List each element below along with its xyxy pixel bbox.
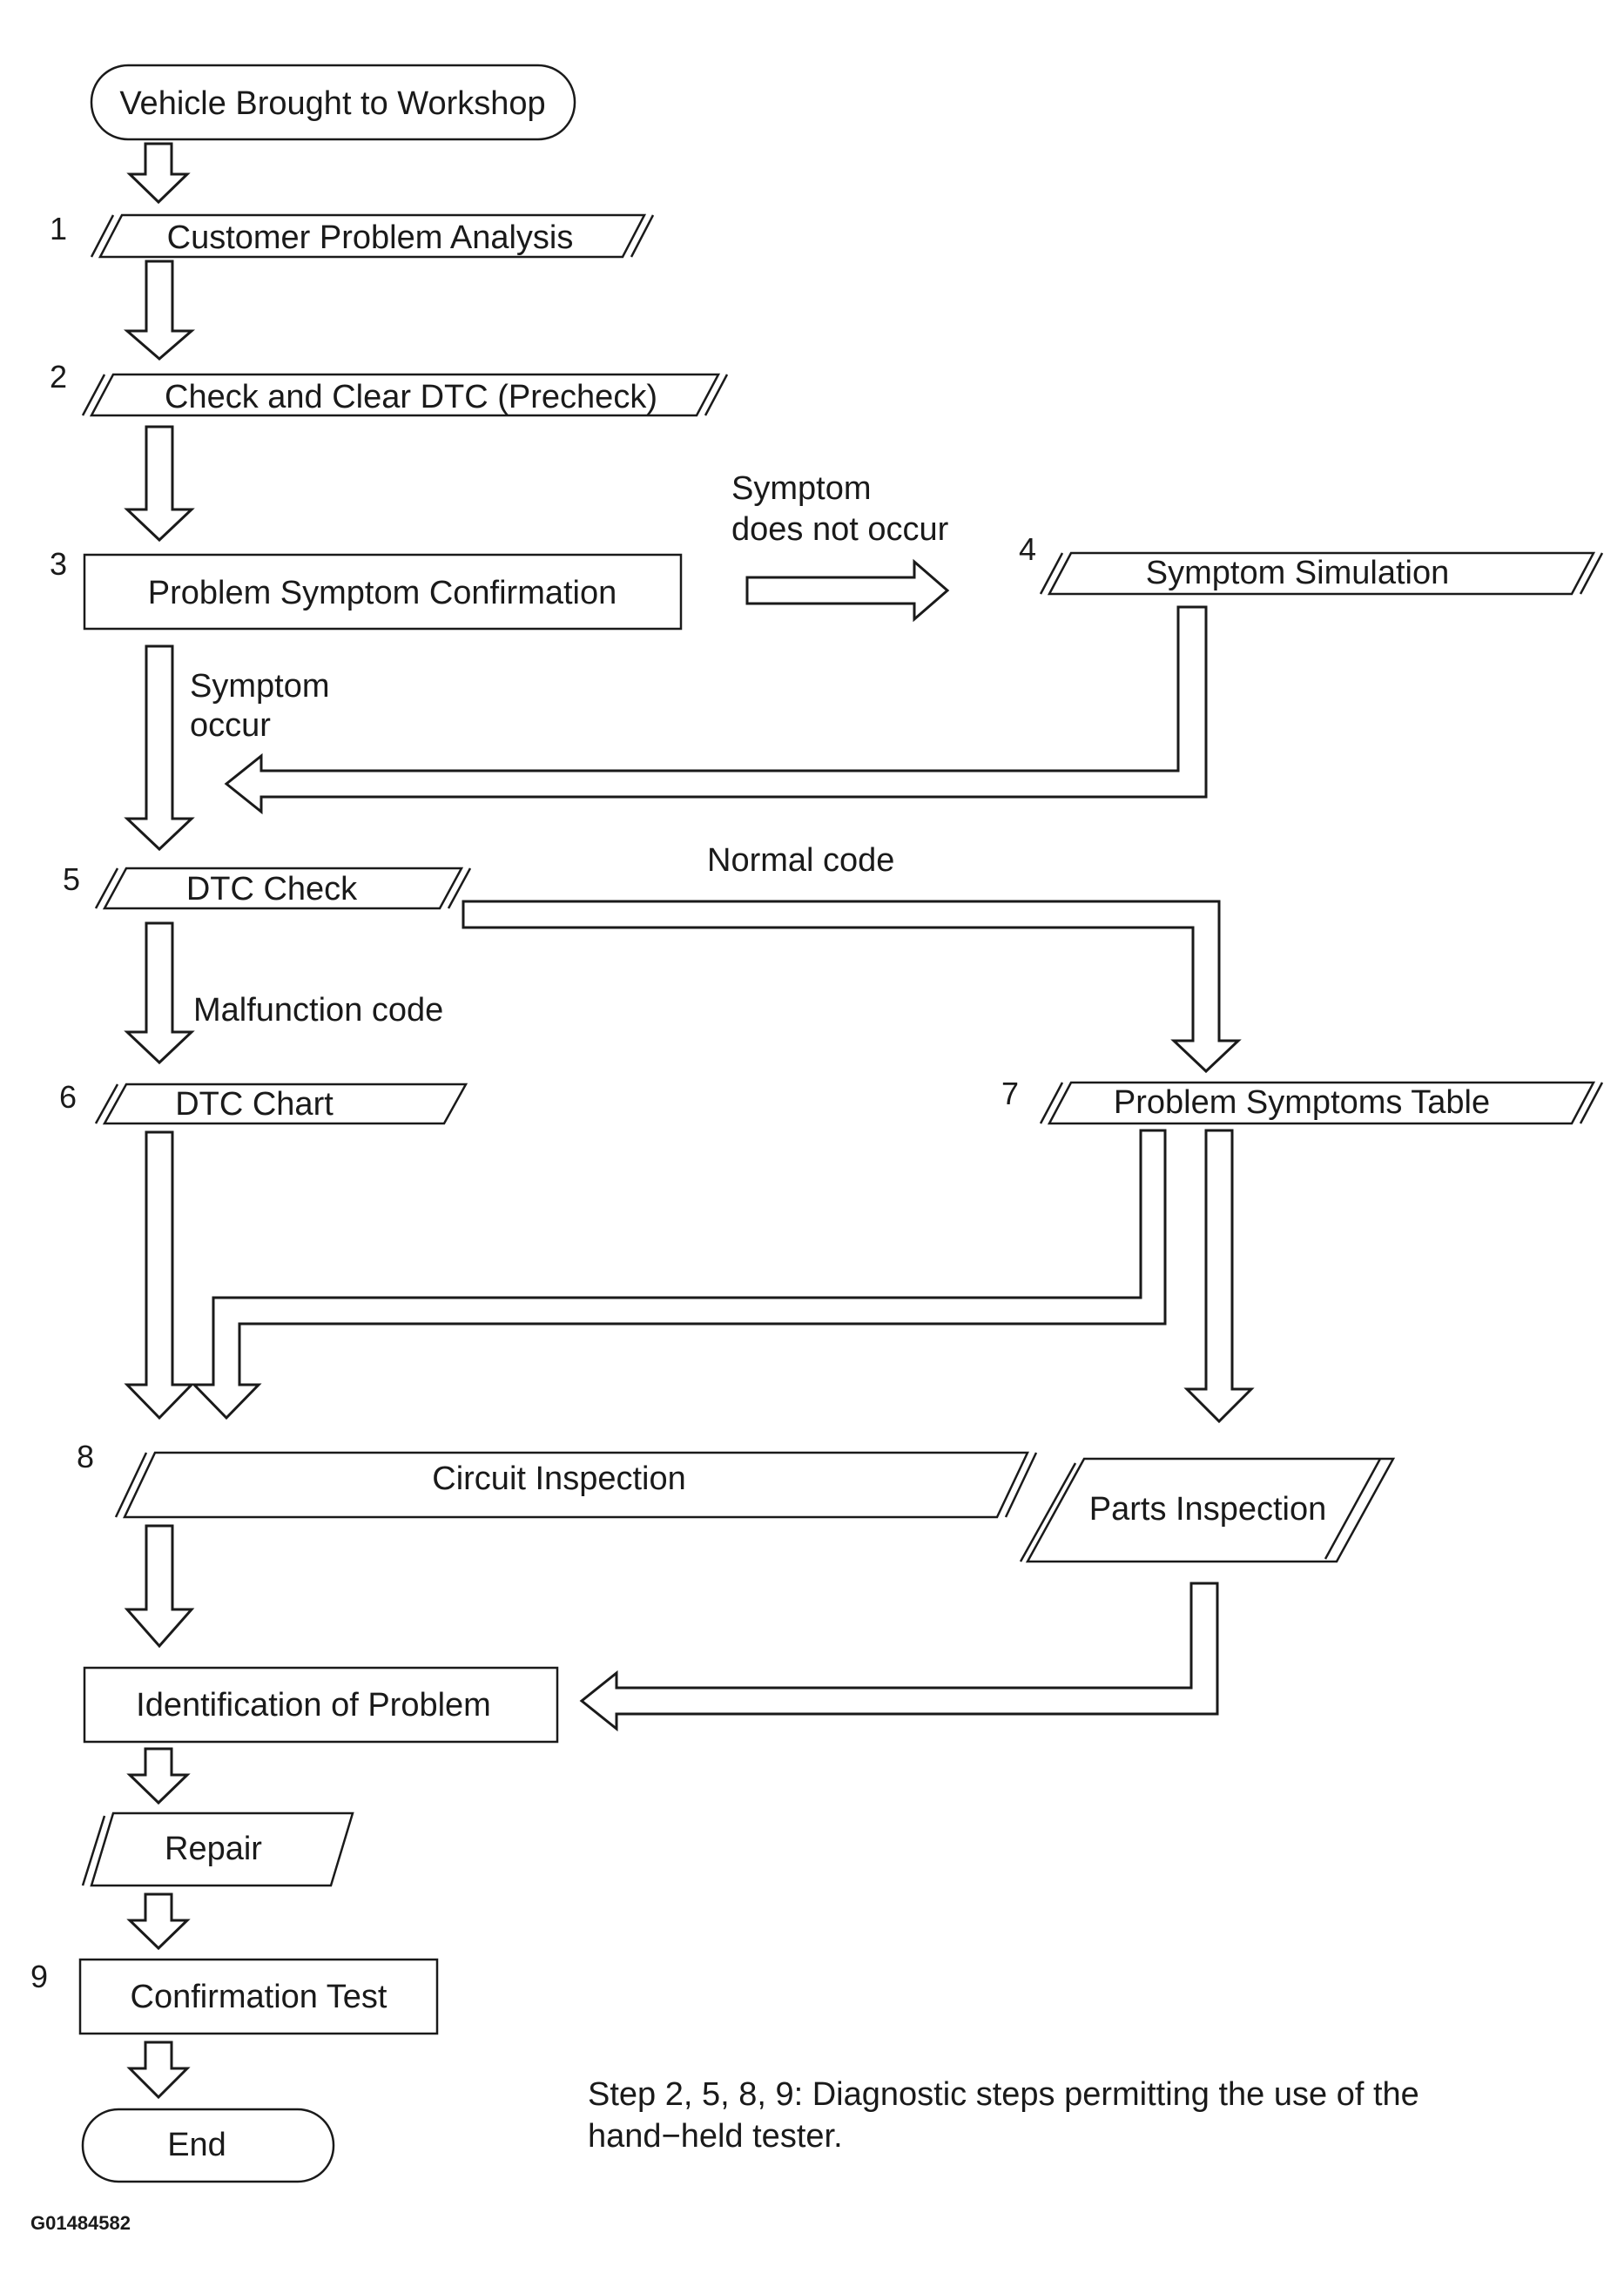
branch-label-normal-code: Normal code [707, 842, 894, 879]
dtc-check-box [102, 867, 464, 910]
end-terminal [81, 2108, 335, 2183]
confirmation-test-label: Confirmation Test [131, 1979, 387, 2015]
parallelogram-edge-mark [1579, 552, 1604, 595]
parallelogram-edge-mark [1004, 1452, 1038, 1518]
flow-arrow [124, 1130, 195, 1420]
flow-arrow [124, 644, 195, 852]
dtc-chart-box [102, 1083, 468, 1125]
flow-arrow-right [745, 558, 950, 623]
parallelogram-edge-mark [90, 214, 115, 258]
note-line-1: Step 2, 5, 8, 9: Diagnostic steps permit… [588, 2076, 1419, 2113]
problem-symptom-confirmation-label: Problem Symptom Confirmation [148, 575, 617, 611]
dtc-chart-label: DTC Chart [175, 1086, 334, 1123]
flow-arrow [126, 1892, 191, 1951]
flow-arrow [124, 1524, 195, 1649]
flow-arrow [124, 921, 195, 1065]
problem-symptoms-table-box [1047, 1081, 1596, 1125]
symptom-simulation-label: Symptom Simulation [1146, 555, 1449, 591]
step-number-5: 5 [63, 861, 80, 897]
branch-label-symptom-occur-line1: Symptom [190, 668, 329, 705]
circuit-inspection-label: Circuit Inspection [432, 1461, 685, 1497]
parts-inspection-label: Parts Inspection [1089, 1491, 1326, 1528]
end-label: End [167, 2127, 226, 2163]
step-number-7: 7 [1001, 1076, 1019, 1111]
parallelogram-edge-mark [81, 374, 106, 416]
parallelogram-edge-mark [94, 1083, 119, 1124]
branch-label-symptom-not-occur-line1: Symptom [731, 470, 871, 507]
check-clear-dtc-label: Check and Clear DTC (Precheck) [165, 379, 657, 415]
flow-arrow [126, 1747, 191, 1805]
circuit-inspection-box [123, 1451, 1029, 1519]
parallelogram-edge-mark [81, 1815, 106, 1886]
start-terminal [90, 64, 576, 141]
branch-label-symptom-occur-line2: occur [190, 707, 271, 744]
flow-arrow [126, 2041, 191, 2100]
parallelogram-edge-mark [114, 1452, 148, 1518]
step-number-9: 9 [30, 1959, 48, 1994]
figure-code: G01484582 [30, 2212, 131, 2234]
parallelogram-edge-mark [1579, 1082, 1604, 1124]
branch-label-malfunction-code: Malfunction code [193, 992, 443, 1029]
note-line-2: hand−held tester. [588, 2118, 843, 2155]
step-number-8: 8 [77, 1439, 94, 1474]
parallelogram-edge-mark [704, 374, 729, 416]
step-number-4: 4 [1019, 531, 1036, 567]
identification-of-problem-label: Identification of Problem [136, 1687, 491, 1724]
parallelogram-edge-mark [447, 867, 472, 909]
problem-symptoms-table-label: Problem Symptoms Table [1114, 1084, 1490, 1121]
parallelogram-edge-mark [1019, 1462, 1077, 1562]
step-number-1: 1 [50, 211, 67, 246]
flow-arrow-to-parts [1183, 1129, 1255, 1424]
step-number-6: 6 [59, 1079, 77, 1115]
parts-inspection-box [1025, 1457, 1396, 1563]
flow-arrow-normal-code [462, 900, 1242, 1074]
flow-arrow [124, 425, 195, 543]
flow-arrow [123, 260, 196, 361]
problem-symptom-confirmation-box [83, 553, 683, 631]
customer-problem-analysis-label: Customer Problem Analysis [167, 219, 574, 256]
confirmation-test-box [78, 1958, 439, 2035]
symptom-simulation-box [1047, 551, 1596, 596]
step-number-3: 3 [50, 546, 67, 582]
flow-arrow-from-parts [579, 1582, 1219, 1732]
flow-arrow [126, 142, 191, 205]
step-number-2: 2 [50, 359, 67, 395]
flow-arrow-return [224, 605, 1208, 815]
customer-problem-analysis-box [98, 213, 647, 259]
check-clear-dtc-box [89, 373, 721, 417]
branch-label-symptom-not-occur-line2: does not occur [731, 511, 949, 548]
identification-of-problem-box [83, 1666, 559, 1744]
repair-label: Repair [165, 1831, 262, 1867]
flow-arrow-to-circuit [191, 1129, 1167, 1420]
parallelogram-edge-mark [630, 214, 655, 258]
dtc-check-label: DTC Check [186, 871, 358, 907]
parallelogram-edge-mark [1039, 1082, 1064, 1124]
parallelogram-edge-mark [94, 867, 119, 909]
start-label: Vehicle Brought to Workshop [119, 85, 545, 122]
repair-box [90, 1811, 354, 1887]
parallelogram-edge-mark [1039, 552, 1064, 595]
parallelogram-edge-mark [1324, 1458, 1382, 1560]
